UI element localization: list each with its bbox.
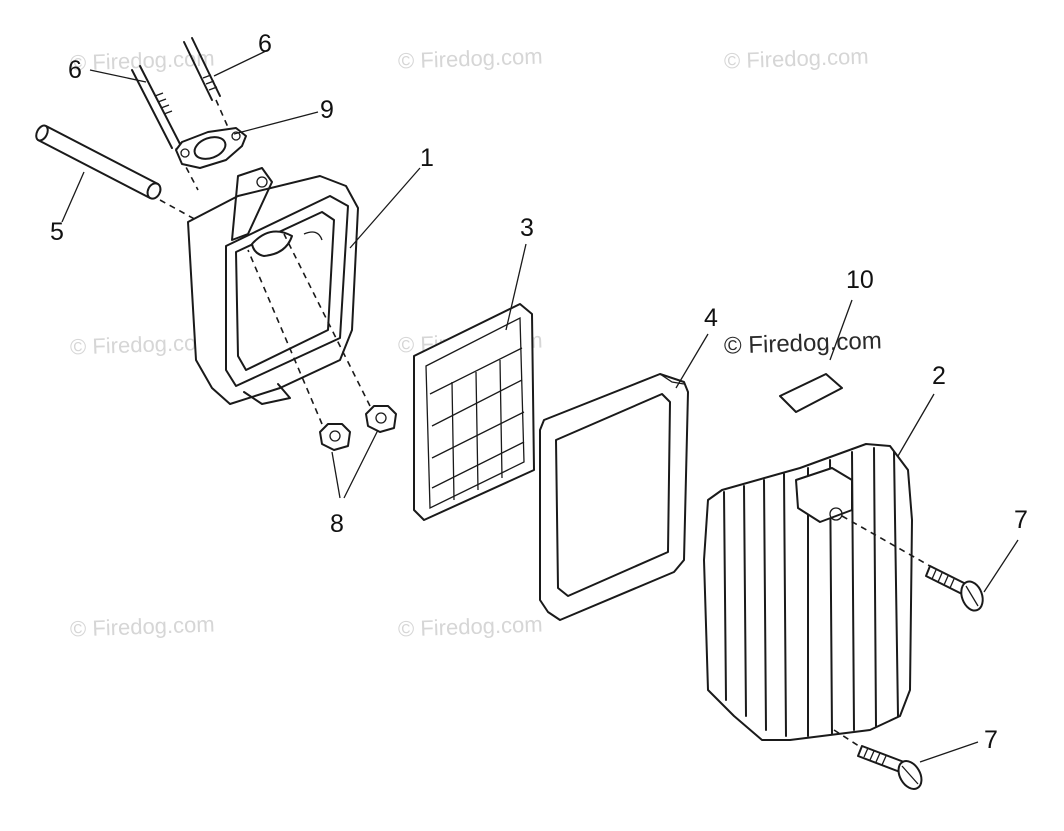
filter-grid: [413, 303, 535, 521]
callout-7-lower: 7: [984, 726, 998, 754]
air-cleaner-base: [187, 167, 359, 405]
screw-lower: [857, 745, 923, 790]
nut-right: [283, 233, 397, 433]
breather-tube: [35, 124, 201, 223]
nut-left: [247, 249, 351, 451]
callout-2: 2: [932, 362, 946, 390]
callout-10: 10: [846, 266, 874, 294]
callout-4: 4: [704, 304, 718, 332]
callout-5: 5: [50, 218, 64, 246]
callout-7-upper: 7: [1014, 506, 1028, 534]
callout-6-right: 6: [258, 30, 272, 58]
callout-8: 8: [330, 510, 344, 538]
air-cleaner-cover: [703, 443, 931, 749]
callout-9: 9: [320, 96, 334, 124]
decal: [779, 373, 843, 413]
gasket: [175, 127, 247, 169]
callout-6-left: 6: [68, 56, 82, 84]
foam-filter: [539, 373, 689, 621]
screw-upper: [925, 565, 984, 612]
stud-left: [131, 65, 199, 191]
callout-1: 1: [420, 144, 434, 172]
leader-lines: [61, 49, 1019, 763]
callout-3: 3: [520, 214, 534, 242]
